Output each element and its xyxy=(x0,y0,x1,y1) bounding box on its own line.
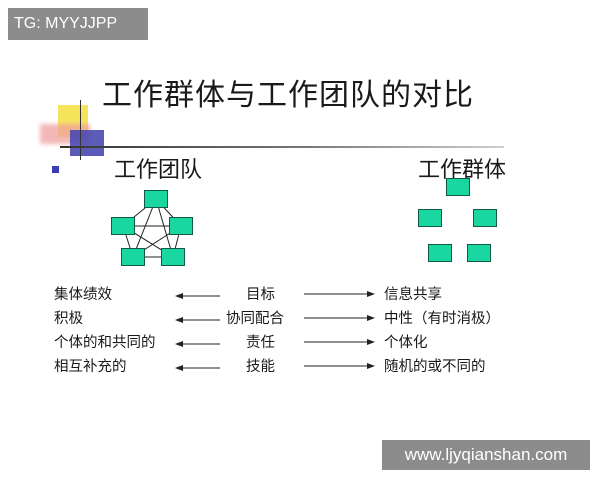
group-attribute-accountability: 个体化 xyxy=(384,335,428,351)
team-node xyxy=(144,190,168,208)
team-node xyxy=(169,217,193,235)
watermark-bottom-right: www.ljyqianshan.com xyxy=(382,440,590,470)
team-node xyxy=(161,248,185,266)
title-underline xyxy=(60,146,504,148)
group-attribute-synergy: 中性（有时消极） xyxy=(384,311,500,327)
team-attribute-synergy: 积极 xyxy=(54,311,83,327)
watermark-top-left: TG: MYYJJPP xyxy=(8,8,148,40)
slide-title: 工作群体与工作团队的对比 xyxy=(102,78,474,113)
criterion-accountability: 责任 xyxy=(246,335,275,351)
criterion-skills: 技能 xyxy=(246,359,275,375)
team-attribute-accountability: 个体的和共同的 xyxy=(54,335,156,351)
group-node xyxy=(428,244,452,262)
criterion-synergy: 协同配合 xyxy=(226,311,284,327)
criterion-goal: 目标 xyxy=(246,287,275,303)
group-node xyxy=(467,244,491,262)
team-attribute-skills: 相互补充的 xyxy=(54,359,127,375)
team-node xyxy=(121,248,145,266)
group-node xyxy=(446,178,470,196)
group-node xyxy=(473,209,497,227)
decorative-blue-square xyxy=(70,130,104,156)
team-attribute-goal: 集体绩效 xyxy=(54,287,112,303)
team-heading: 工作团队 xyxy=(114,158,203,183)
group-attribute-skills: 随机的或不同的 xyxy=(384,359,486,375)
bullet-square-icon xyxy=(52,166,59,173)
group-attribute-goal: 信息共享 xyxy=(384,287,442,303)
group-node xyxy=(418,209,442,227)
team-node xyxy=(111,217,135,235)
decorative-vertical-line xyxy=(80,100,81,160)
